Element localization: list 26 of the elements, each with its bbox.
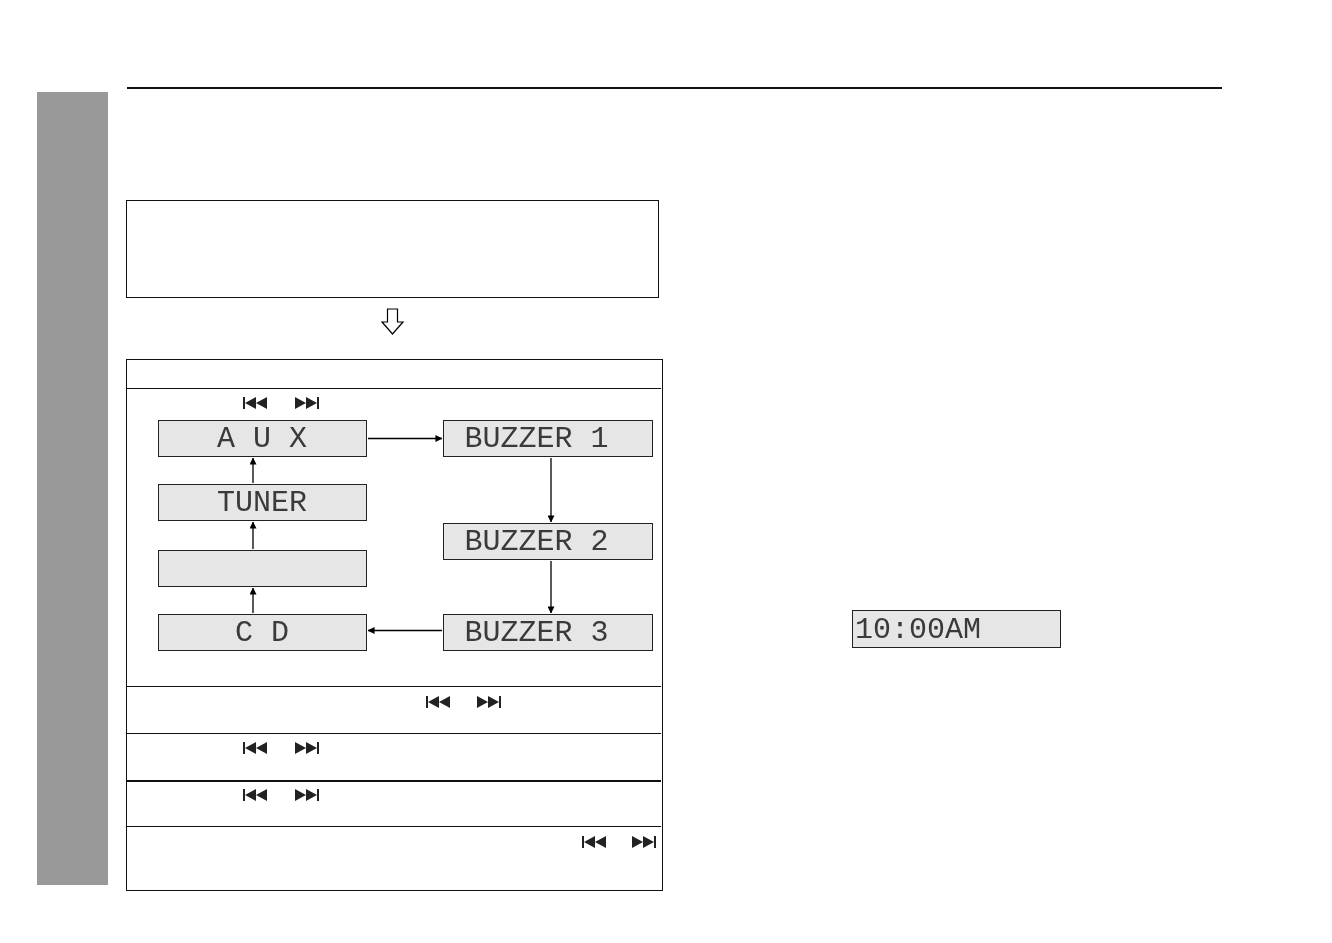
arrow [249,521,257,550]
instruction-box [126,200,659,298]
display-text: TUNER [217,487,307,518]
block-arrow [380,308,405,335]
table-frame [126,359,663,891]
display-text: BUZZER 2 [464,526,609,557]
lcd-display [157,483,367,521]
lcd-display [852,610,1061,648]
lcd-display [442,613,653,651]
lcd-display [157,419,367,457]
display-text: BUZZER 1 [464,423,609,454]
lcd-display [442,419,653,457]
lcd-display [157,613,367,651]
lcd-display [442,522,653,560]
side-tab [37,92,108,885]
display-text: A U X [217,423,307,454]
arrow [367,435,443,442]
display-text: 10:00AM [855,615,982,645]
arrow [249,457,257,484]
lcd-display [157,549,367,587]
arrow [547,560,555,614]
display-text: C D [235,617,289,648]
arrow [367,627,443,634]
arrow [547,457,555,523]
arrow [249,587,257,614]
display-text: BUZZER 3 [464,617,609,648]
